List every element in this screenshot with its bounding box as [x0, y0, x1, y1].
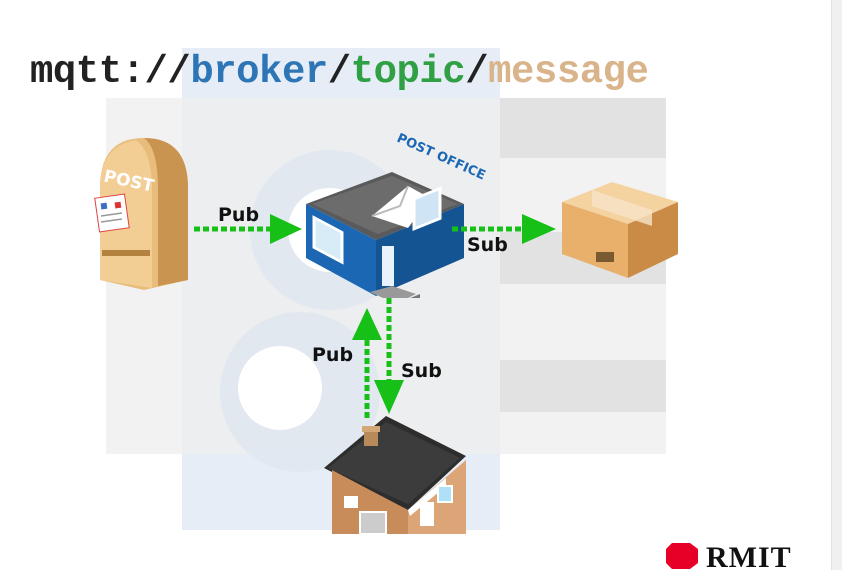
sub-label-house: Sub [401, 360, 442, 382]
pub-label-house: Pub [312, 344, 354, 366]
mailbox-icon: POST [94, 138, 188, 290]
rmit-logo: RMIT [664, 537, 834, 574]
house-icon [324, 416, 466, 535]
sub-arrow-office-to-parcel-head [522, 214, 556, 244]
uri-topic: topic [350, 50, 466, 94]
mqtt-uri-title: mqtt://broker/topic/message [30, 50, 649, 94]
uri-message: message [488, 50, 649, 94]
sub-label-parcel: Sub [467, 234, 508, 256]
uri-scheme: mqtt:// [30, 50, 191, 94]
post-office-icon: POST OFFICE [306, 131, 488, 298]
rmit-pixel-icon [666, 543, 698, 569]
parcel-box-icon [562, 182, 678, 278]
vertical-scrollbar[interactable] [831, 0, 842, 570]
pub-arrow-mailbox-to-office-head [270, 214, 302, 244]
pub-label-mailbox: Pub [218, 204, 260, 226]
sub-arrow-office-to-house-head [374, 380, 404, 414]
rmit-logo-text: RMIT [706, 541, 792, 574]
uri-broker: broker [190, 50, 328, 94]
uri-separator: / [465, 50, 489, 94]
uri-separator: / [327, 50, 351, 94]
pub-arrow-house-to-office-head [352, 308, 382, 340]
